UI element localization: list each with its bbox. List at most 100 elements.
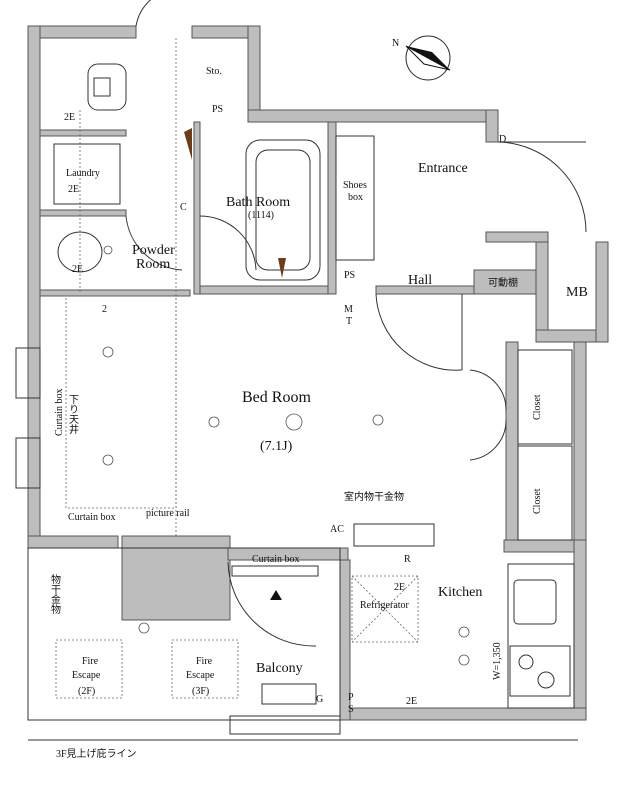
ceiling-light-2	[102, 454, 114, 466]
label-powder-2: Room	[136, 257, 170, 272]
wall-entrance-bottom	[485, 231, 549, 243]
label-picture-rail: picture rail	[146, 508, 190, 519]
wall-bath-bottom	[199, 285, 335, 295]
kitchen-light-2	[458, 654, 470, 666]
top-door-swing[interactable]	[135, 0, 182, 27]
balcony-outline	[27, 547, 341, 721]
label-powder-2e: 2E	[72, 264, 83, 275]
label-powder-1: Powder	[132, 243, 175, 258]
label-c: C	[180, 202, 187, 213]
wall-shelf	[473, 269, 537, 295]
label-curtain-box-left: Curtain box	[54, 389, 65, 437]
compass-ring	[405, 35, 451, 81]
label-mt-m: M	[344, 304, 353, 315]
label-fire-2f-2: Escape	[72, 670, 101, 681]
entrance-door[interactable]	[497, 141, 587, 233]
compass-north: N	[392, 38, 399, 49]
balcony-light	[138, 622, 150, 634]
wall-bed-bottom-left	[27, 535, 119, 549]
bathtub	[245, 139, 321, 281]
label-kitchen-2e: 2E	[406, 696, 417, 707]
label-shelf: 可動棚	[488, 276, 518, 289]
wall-right-closet	[573, 341, 587, 553]
burner-1	[518, 654, 534, 670]
label-bed-size: (7.1J)	[260, 439, 293, 454]
label-bath-size: (1114)	[248, 210, 274, 221]
powder-door[interactable]	[125, 215, 183, 271]
balcony-marker-triangle	[270, 590, 282, 600]
balcony-window-frame	[231, 565, 319, 577]
label-kitchen: Kitchen	[438, 585, 482, 600]
label-eave-line: 3F見上げ庇ライン	[56, 747, 137, 760]
laundry-pan	[53, 143, 121, 205]
wall-mb-right	[595, 241, 609, 343]
ceiling-light-3	[208, 416, 220, 428]
label-curtain-box-mid: Curtain box	[68, 512, 116, 523]
doors[interactable]	[15, 0, 587, 647]
bath-door[interactable]	[199, 215, 257, 271]
label-curtain-box-balcony: Curtain box	[252, 554, 300, 565]
wall-mb-left	[535, 241, 549, 343]
wall-closet-left	[505, 341, 519, 541]
wall-right-upper	[247, 25, 261, 123]
label-hall: Hall	[408, 273, 432, 288]
label-ac: AC	[330, 524, 344, 535]
compass: N	[392, 35, 451, 81]
compass-needle-white	[405, 45, 451, 71]
toilet	[87, 63, 127, 111]
closet-upper	[517, 349, 573, 445]
powder-light	[103, 245, 113, 255]
pipe-marker-1	[184, 128, 192, 160]
outdoor-unit	[261, 683, 317, 705]
label-g: G	[316, 694, 323, 705]
kitchen-counter	[507, 563, 575, 709]
wall-mid-top	[247, 109, 499, 123]
label-ps-top: PS	[212, 104, 223, 115]
wall-laundry-bottom	[39, 209, 127, 217]
ceiling-light-4	[372, 414, 384, 426]
window-left-2	[15, 437, 41, 489]
closet-lower	[517, 445, 573, 541]
label-r: R	[404, 554, 411, 565]
fixtures	[53, 38, 575, 709]
window-left-1	[15, 347, 41, 399]
lowered-ceiling-zone	[65, 295, 177, 509]
label-refrigerator: Refrigerator	[360, 600, 410, 611]
wall-bath-left	[193, 121, 201, 295]
label-fire-2f-1: Fire	[82, 656, 99, 667]
wall-bath-right	[327, 121, 337, 295]
fire-escape-2f-hatch	[55, 639, 123, 699]
label-drying-left: 物干金物	[49, 573, 61, 615]
label-kitchen-width: W=1,350	[492, 642, 503, 680]
main-light	[285, 413, 303, 431]
burner-2	[537, 671, 555, 689]
air-conditioner	[353, 523, 435, 547]
balcony-door[interactable]	[227, 561, 317, 647]
label-shoes-2: box	[348, 192, 363, 203]
hall-door[interactable]	[375, 293, 463, 371]
closet-door-2[interactable]	[469, 419, 507, 461]
closet-door-1[interactable]	[469, 369, 507, 411]
label-fire-3f-3: (3F)	[192, 686, 209, 697]
shoes-box	[335, 135, 375, 261]
label-mt-t: T	[346, 316, 352, 327]
labels: Sto. PS 2E Laundry 2E Bath Room (1114) S…	[49, 66, 588, 760]
label-laundry: Laundry	[66, 168, 100, 179]
label-ps-hall: PS	[344, 270, 355, 281]
label-fridge-2e: 2E	[394, 582, 405, 593]
ceiling-light-1	[102, 346, 114, 358]
wall-top-left	[27, 25, 137, 39]
label-mb: MB	[566, 285, 588, 300]
label-lowered-ceiling: 下り天井	[67, 394, 79, 435]
fridge-cross-a	[351, 575, 419, 643]
label-outlet-2: 2	[102, 304, 107, 315]
label-laundry-2e: 2E	[68, 184, 79, 195]
balcony-rail	[229, 715, 341, 735]
wall-right-kitchen	[573, 539, 587, 721]
wall-pillar-block	[121, 535, 231, 621]
fridge-cross-b	[351, 575, 419, 643]
kitchen-sink	[513, 579, 557, 625]
label-entrance: Entrance	[418, 161, 468, 176]
label-ps-p: P	[348, 692, 354, 703]
